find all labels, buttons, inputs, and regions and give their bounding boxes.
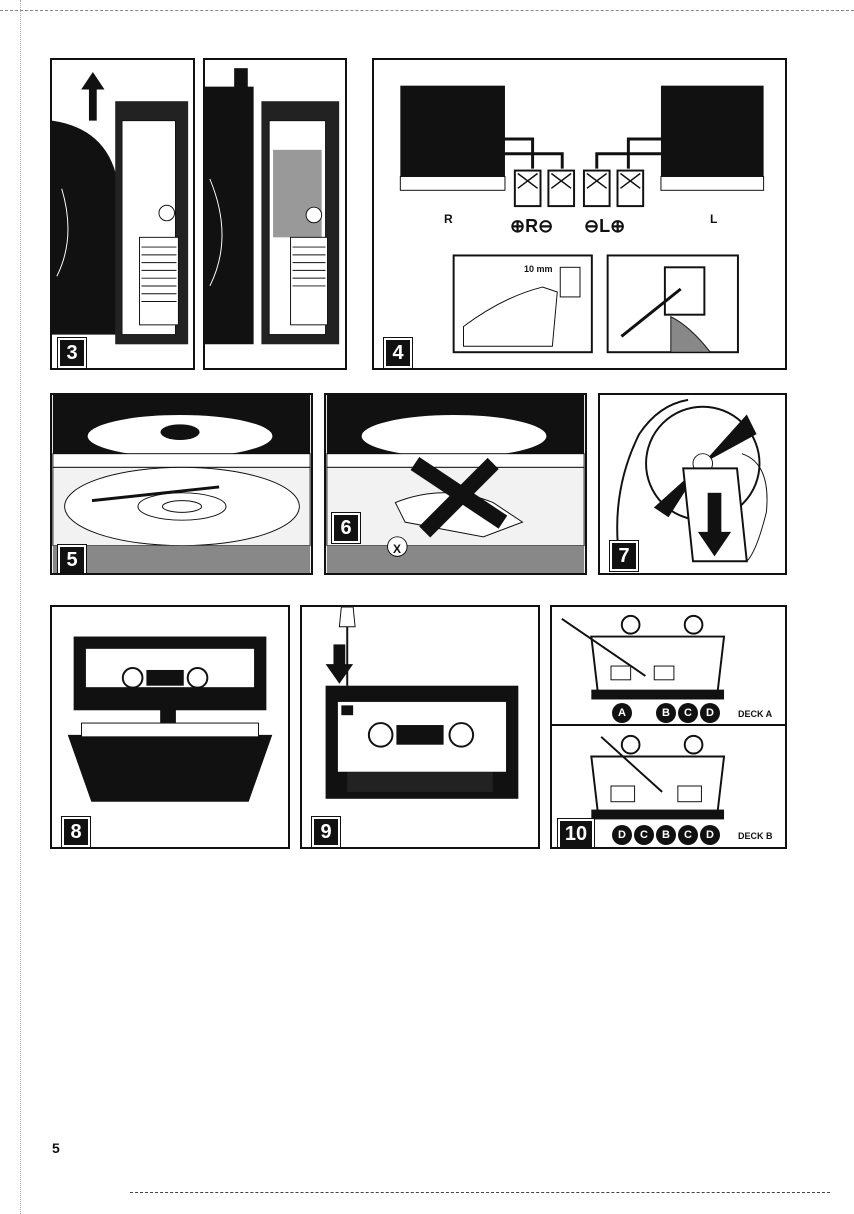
deck-b-point-b: B xyxy=(656,825,676,845)
deck-a-point-b: B xyxy=(656,703,676,723)
figure-7-panel: 7 xyxy=(598,393,787,575)
deck-b-label: DECK B xyxy=(738,831,773,841)
deck-a-label: DECK A xyxy=(738,709,772,719)
figure-3-panel-a: 3 xyxy=(50,58,195,370)
figure-5-panel: 5 xyxy=(50,393,313,575)
figure-4-panel: R L ⊕R⊖ ⊖L⊕ 10 mm 4 xyxy=(372,58,787,370)
figure-number-3: 3 xyxy=(58,338,86,368)
bottom-scan-edge xyxy=(130,1192,830,1194)
terminal-labels-right: ⊕R⊖ xyxy=(510,216,553,237)
deck-b-point-c-left: C xyxy=(634,825,654,845)
terminal-labels-left: ⊖L⊕ xyxy=(584,216,625,237)
deck-b-point-d-right: D xyxy=(700,825,720,845)
deck-b-point-c-right: C xyxy=(678,825,698,845)
figure-10-panel: A B C D DECK A D C B C D DECK B 10 xyxy=(550,605,787,849)
figure-number-10: 10 xyxy=(558,819,594,849)
figure-number-9: 9 xyxy=(312,817,340,847)
deck-a-point-d: D xyxy=(700,703,720,723)
figure-4-illustration xyxy=(374,60,785,368)
figure-number-6: 6 xyxy=(332,513,360,543)
figure-9-illustration xyxy=(302,607,538,847)
marker-x-label: X xyxy=(393,542,401,556)
deck-a-point-c: C xyxy=(678,703,698,723)
figure-3-panel-b xyxy=(203,58,347,370)
figure-number-5: 5 xyxy=(58,545,86,575)
figure-5-illustration xyxy=(52,395,311,573)
figure-number-8: 8 xyxy=(62,817,90,847)
figure-8-illustration xyxy=(52,607,288,847)
speaker-right-label: R xyxy=(444,212,453,226)
figure-3b-illustration xyxy=(205,60,345,368)
deck-b-point-d-left: D xyxy=(612,825,632,845)
figure-8-panel: 8 xyxy=(50,605,290,849)
figure-6-illustration xyxy=(326,395,585,573)
page-number: 5 xyxy=(52,1140,60,1156)
top-scan-edge xyxy=(0,10,854,12)
figure-number-4: 4 xyxy=(384,338,412,368)
strip-length-label: 10 mm xyxy=(524,264,553,274)
figure-6-panel: X 6 xyxy=(324,393,587,575)
figure-9-panel: 9 xyxy=(300,605,540,849)
figure-10-illustration xyxy=(552,607,785,847)
deck-a-point-a: A xyxy=(612,703,632,723)
speaker-left-label: L xyxy=(710,212,717,226)
figure-number-7: 7 xyxy=(610,541,638,571)
figure-3a-illustration xyxy=(52,60,193,368)
left-scan-edge xyxy=(20,0,22,1214)
